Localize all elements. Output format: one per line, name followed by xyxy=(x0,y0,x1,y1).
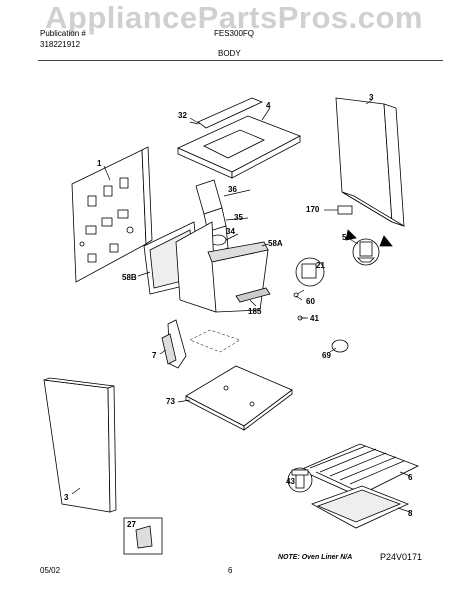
callout-5: 5 xyxy=(342,233,347,242)
part-top-panel[interactable] xyxy=(177,115,301,179)
part-43-screw[interactable] xyxy=(287,467,313,493)
callout-6: 6 xyxy=(408,473,413,482)
part-back-panel[interactable] xyxy=(71,146,153,283)
callout-3-lower: 3 xyxy=(64,493,69,502)
callout-7: 7 xyxy=(152,351,157,360)
section-title: BODY xyxy=(218,49,241,58)
part-screw-60[interactable] xyxy=(293,289,305,298)
callout-4: 4 xyxy=(266,101,271,110)
callout-35: 35 xyxy=(234,213,243,222)
callout-36: 36 xyxy=(228,185,237,194)
watermark: AppliancePartsPros.com xyxy=(45,0,423,35)
callout-185: 185 xyxy=(248,307,262,316)
publication-label: Publication # xyxy=(40,29,86,38)
oven-liner-note: NOTE: Oven Liner N/A xyxy=(278,554,353,561)
callout-60: 60 xyxy=(306,297,315,306)
part-hinge[interactable] xyxy=(161,319,187,369)
callout-1: 1 xyxy=(97,159,102,168)
part-side-panel-upper[interactable] xyxy=(335,97,405,227)
part-broil-pan[interactable] xyxy=(311,485,410,529)
header-rule xyxy=(38,60,443,61)
callout-58b: 58B xyxy=(122,273,137,282)
callout-69: 69 xyxy=(322,351,331,360)
part-bottom-panel[interactable] xyxy=(185,365,293,431)
footer-page-number: 6 xyxy=(228,566,233,575)
part-switch[interactable] xyxy=(295,257,325,287)
callout-32: 32 xyxy=(178,111,187,120)
callout-170: 170 xyxy=(306,205,320,214)
part-cap[interactable] xyxy=(331,339,349,353)
callout-3-upper: 3 xyxy=(369,93,374,102)
callout-43: 43 xyxy=(286,477,295,486)
footer-date: 05/02 xyxy=(40,566,61,575)
part-gasket-strip[interactable] xyxy=(235,287,271,303)
diagram-code: P24V0171 xyxy=(380,552,423,562)
part-oven-rack[interactable] xyxy=(299,443,419,499)
callout-8: 8 xyxy=(408,509,413,518)
callout-58a: 58A xyxy=(268,239,283,248)
part-27-inset[interactable] xyxy=(123,517,163,555)
part-clip[interactable] xyxy=(337,205,353,215)
part-front-frame[interactable] xyxy=(143,221,217,313)
publication-number: 318221912 xyxy=(40,40,81,49)
callout-34: 34 xyxy=(226,227,235,236)
callout-41: 41 xyxy=(310,314,319,323)
model-number: FES300FQ xyxy=(214,29,255,38)
part-leveling-leg[interactable] xyxy=(345,229,393,266)
callout-73: 73 xyxy=(166,397,175,406)
part-bracket-strip[interactable] xyxy=(189,97,264,129)
callout-27: 27 xyxy=(127,520,136,529)
part-side-panel-lower[interactable] xyxy=(43,377,117,513)
part-insulation-strip[interactable] xyxy=(207,241,269,313)
callout-21: 21 xyxy=(316,261,325,270)
